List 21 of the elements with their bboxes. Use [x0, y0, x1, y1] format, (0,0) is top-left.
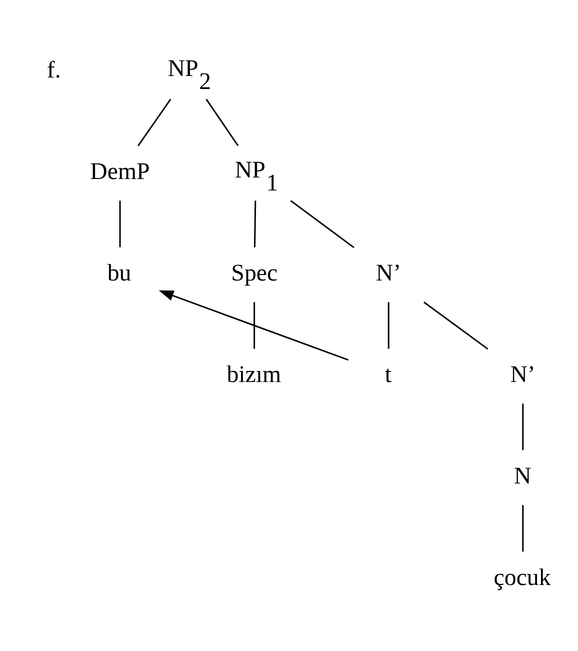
connector: [119, 200, 121, 248]
connector: [254, 200, 256, 248]
arrow: [158, 290, 349, 361]
node-text: bu: [107, 260, 132, 286]
connector: [522, 404, 524, 450]
label: f.: [46, 58, 61, 84]
node-text: çocuk: [494, 564, 551, 591]
node-text: bizım: [226, 362, 282, 388]
connector: [138, 98, 172, 146]
node-text: N: [514, 463, 532, 490]
node-text: DemP: [90, 158, 150, 185]
connector: [423, 302, 488, 350]
node-text: N’: [510, 362, 536, 388]
connector: [254, 302, 256, 349]
node-text: N’: [376, 260, 402, 286]
connector: [290, 200, 354, 248]
connector: [522, 505, 524, 552]
connector: [388, 302, 390, 349]
node-text: t: [384, 362, 392, 388]
node-text: Spec: [231, 260, 278, 286]
connector: [206, 98, 239, 146]
